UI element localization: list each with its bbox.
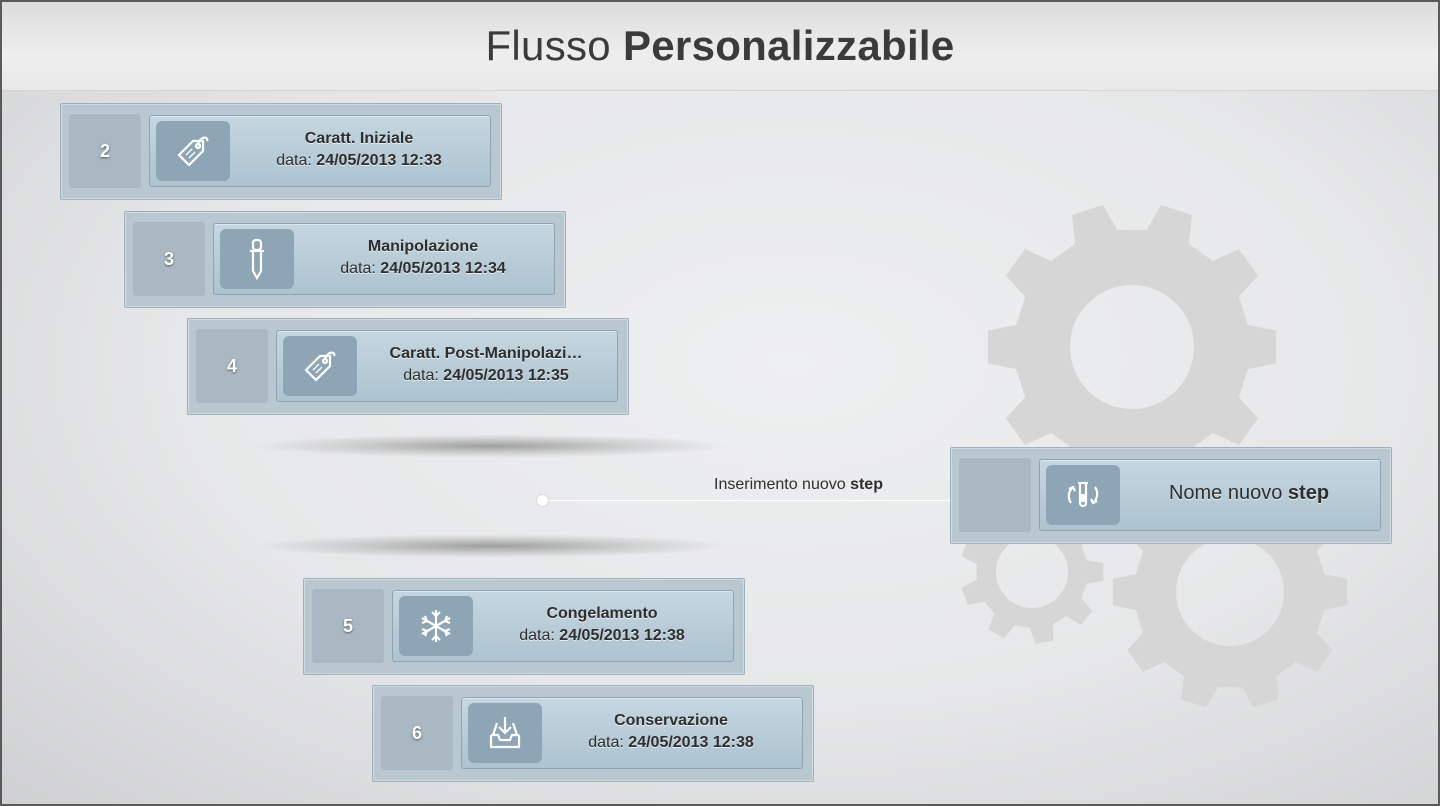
inbox-download-icon [468, 703, 542, 763]
separator-shadow-top [252, 434, 732, 458]
insert-connector-line [542, 500, 952, 501]
new-step-number [959, 458, 1031, 532]
page-header: Flusso Personalizzabile [2, 2, 1438, 91]
step-content[interactable]: Congelamento data: 24/05/2013 12:38 [392, 590, 734, 662]
step-text: Conservazione data: 24/05/2013 12:38 [546, 710, 796, 754]
step-name: Manipolazione [367, 238, 479, 255]
pipette-icon [220, 229, 294, 289]
step-card-5[interactable]: 5 Congelamento data: 24/05/2013 12:38 [303, 578, 745, 675]
page-title: Flusso Personalizzabile [485, 22, 954, 70]
step-content[interactable]: Caratt. Iniziale data: 24/05/2013 12:33 [149, 115, 491, 187]
step-number: 4 [196, 329, 268, 403]
step-number: 3 [133, 222, 205, 296]
step-card-2[interactable]: 2 Caratt. Iniziale data: 24/05/2013 12:3… [60, 103, 502, 200]
step-content[interactable]: Manipolazione data: 24/05/2013 12:34 [213, 223, 555, 295]
step-text: Manipolazione data: 24/05/2013 12:34 [298, 236, 548, 280]
step-content[interactable]: Caratt. Post-Manipolazi… data: 24/05/201… [276, 330, 618, 402]
new-step-name: Nome nuovo step [1168, 482, 1330, 504]
title-light: Flusso [485, 22, 611, 69]
step-text: Caratt. Iniziale data: 24/05/2013 12:33 [234, 128, 484, 172]
step-date: data: 24/05/2013 12:34 [340, 260, 506, 277]
step-card-3[interactable]: 3 Manipolazione data: 24/05/2013 12:34 [124, 211, 566, 308]
step-number: 5 [312, 589, 384, 663]
step-card-4[interactable]: 4 Caratt. Post-Manipolazi… data: 24/05/2… [187, 318, 629, 415]
title-bold: Personalizzabile [622, 22, 955, 69]
step-number: 2 [69, 114, 141, 188]
step-content[interactable]: Conservazione data: 24/05/2013 12:38 [461, 697, 803, 769]
step-name: Conservazione [614, 712, 728, 729]
step-date: data: 24/05/2013 12:35 [403, 367, 569, 384]
step-name: Congelamento [546, 605, 658, 622]
step-number: 6 [381, 696, 453, 770]
tag-icon [283, 336, 357, 396]
step-date: data: 24/05/2013 12:33 [276, 152, 442, 169]
new-step-text: Nome nuovo step [1124, 482, 1374, 504]
step-text: Congelamento data: 24/05/2013 12:38 [477, 603, 727, 647]
step-name: Caratt. Iniziale [304, 130, 414, 147]
refresh-tube-icon [1046, 465, 1120, 525]
new-step-content[interactable]: Nome nuovo step [1039, 459, 1381, 531]
new-step-card[interactable]: Nome nuovo step [950, 447, 1392, 544]
step-card-6[interactable]: 6 Conservazione data: 24/05/2013 12:38 [372, 685, 814, 782]
step-date: data: 24/05/2013 12:38 [588, 734, 754, 751]
step-date: data: 24/05/2013 12:38 [519, 627, 685, 644]
insert-connector-dot[interactable] [537, 495, 548, 506]
tag-icon [156, 121, 230, 181]
step-name: Caratt. Post-Manipolazi… [389, 345, 583, 362]
insert-label: Inserimento nuovo step [714, 476, 883, 493]
separator-shadow-bottom [252, 534, 732, 558]
step-text: Caratt. Post-Manipolazi… data: 24/05/201… [361, 343, 611, 387]
snowflake-icon [399, 596, 473, 656]
